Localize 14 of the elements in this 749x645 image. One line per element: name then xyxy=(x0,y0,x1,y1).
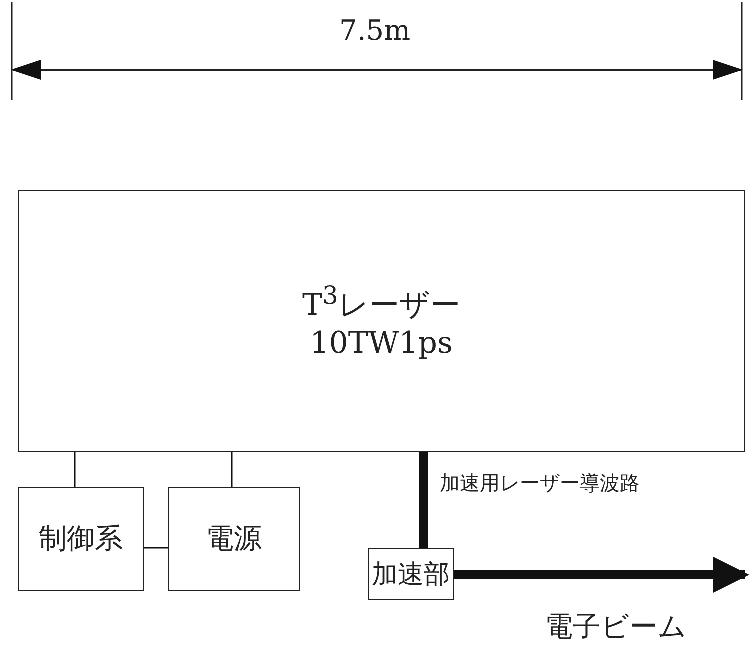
connector-line xyxy=(231,452,233,487)
laser-box xyxy=(18,190,745,452)
waveguide-line xyxy=(420,452,428,548)
box-label: 制御系 xyxy=(39,521,123,557)
control-box xyxy=(18,487,144,591)
laser-spec: 10TW1ps xyxy=(310,326,453,361)
beam-arrow xyxy=(454,557,749,593)
box-label: 電源 xyxy=(206,521,262,557)
accelerator-box xyxy=(368,548,454,600)
connector-line xyxy=(74,452,76,487)
laser-name: T$^{3}$レーザー xyxy=(302,281,460,325)
box-label: 加速部 xyxy=(372,558,450,592)
power-box xyxy=(168,487,300,591)
connector-line xyxy=(144,547,168,549)
